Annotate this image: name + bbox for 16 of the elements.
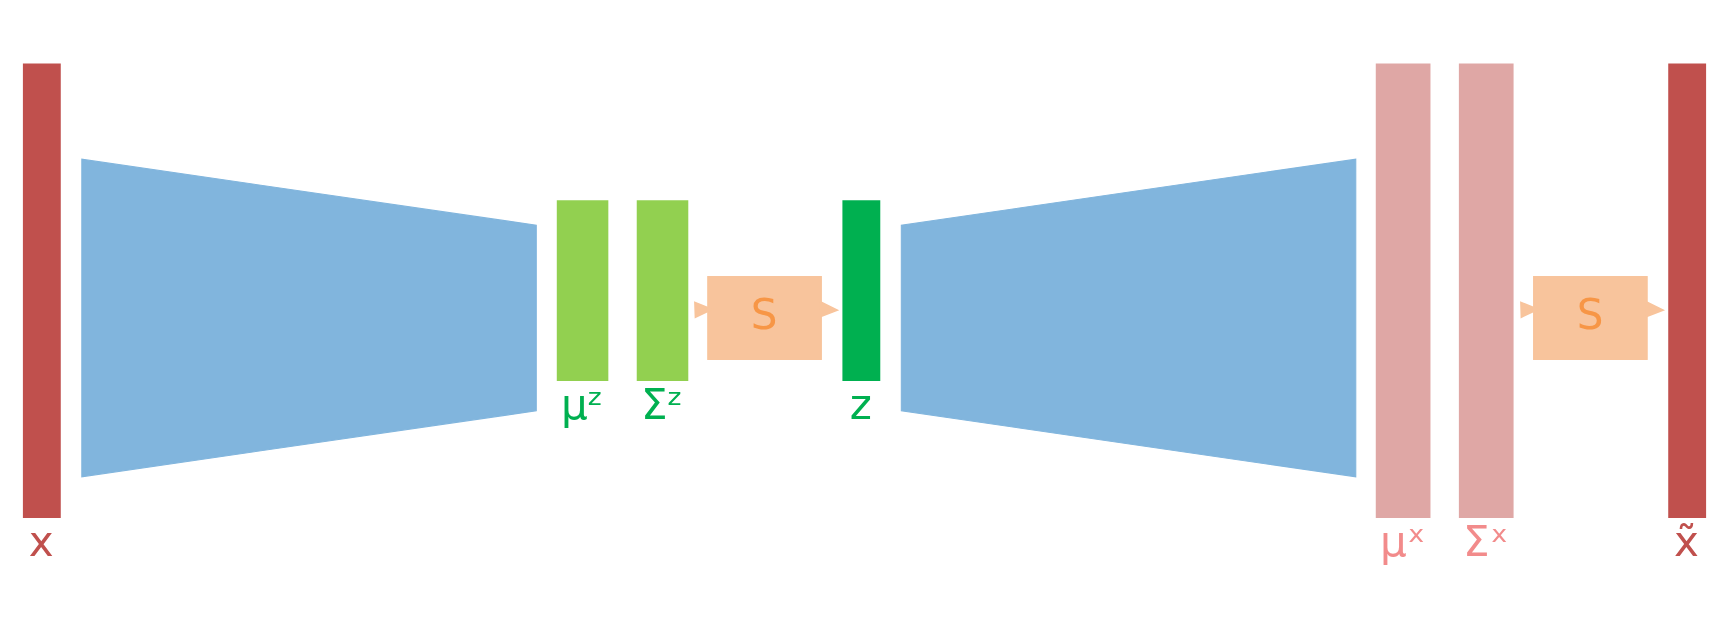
node-label: μᶻ	[561, 379, 604, 429]
node-label: x	[28, 516, 54, 566]
node-trapezium	[900, 158, 1357, 477]
node-bar	[556, 199, 609, 381]
node-bar	[22, 62, 61, 518]
node-bar	[1668, 62, 1707, 518]
node-bar	[1375, 62, 1431, 518]
node-bar	[842, 199, 881, 381]
node-label: x̃	[1674, 516, 1699, 566]
node-label: Σˣ	[1463, 516, 1509, 566]
node-bar	[636, 199, 689, 381]
node-label: z	[849, 379, 872, 429]
node-bar	[1458, 62, 1514, 518]
node-label: Σᶻ	[640, 379, 683, 429]
node-trapezium	[81, 158, 537, 477]
node-label: μˣ	[1379, 516, 1426, 566]
